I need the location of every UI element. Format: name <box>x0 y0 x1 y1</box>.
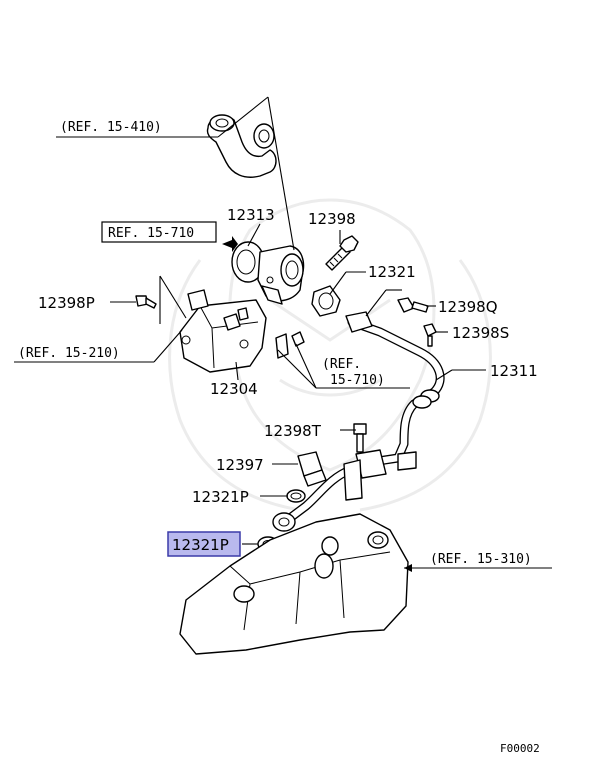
label-12321: 12321 <box>368 263 416 281</box>
label-12321P-upper: 12321P <box>192 488 249 506</box>
bolt-12398Q <box>397 297 429 313</box>
ref-15-210: (REF. 15-210) <box>18 346 120 361</box>
ref-15-710-l2: 15-710) <box>330 373 385 388</box>
label-12398P: 12398P <box>38 294 95 312</box>
label-12398T: 12398T <box>264 422 322 440</box>
label-12398Q: 12398Q <box>438 298 498 316</box>
figure-code: F00002 <box>500 742 540 755</box>
bolt-12398T <box>353 423 367 453</box>
bracket-12304 <box>179 289 267 373</box>
plug-12397 <box>297 451 327 487</box>
gasket-12321P-upper <box>286 489 306 503</box>
label-12398: 12398 <box>308 210 356 228</box>
ref-15-310: (REF. 15-310) <box>430 552 532 567</box>
hose <box>206 114 277 178</box>
egr-pipe <box>272 311 445 532</box>
label-12311: 12311 <box>490 362 538 380</box>
leader-lines <box>14 96 552 569</box>
egr-valve <box>222 236 305 305</box>
ref-15-710-boxed: REF. 15-710 <box>108 226 194 241</box>
exhaust-manifold <box>179 513 409 655</box>
label-12398S: 12398S <box>452 324 509 342</box>
arrow-head-icon <box>404 564 412 572</box>
label-12304: 12304 <box>210 380 258 398</box>
label-12321P-highlighted[interactable]: 12321P <box>172 536 229 554</box>
label-12313: 12313 <box>227 206 275 224</box>
label-12397: 12397 <box>216 456 264 474</box>
bolt-12398 <box>325 235 359 271</box>
ref-15-410: (REF. 15-410) <box>60 120 162 135</box>
ref-15-710-box <box>101 221 217 243</box>
bolt-12398P <box>135 295 157 309</box>
flow-arrow-icon <box>222 236 238 252</box>
clamp-parts <box>275 331 305 359</box>
ref-15-710-l1: (REF. <box>322 357 361 372</box>
bolt-12398S <box>423 323 437 347</box>
gasket-12321 <box>311 285 341 317</box>
highlight-box[interactable] <box>167 531 241 557</box>
